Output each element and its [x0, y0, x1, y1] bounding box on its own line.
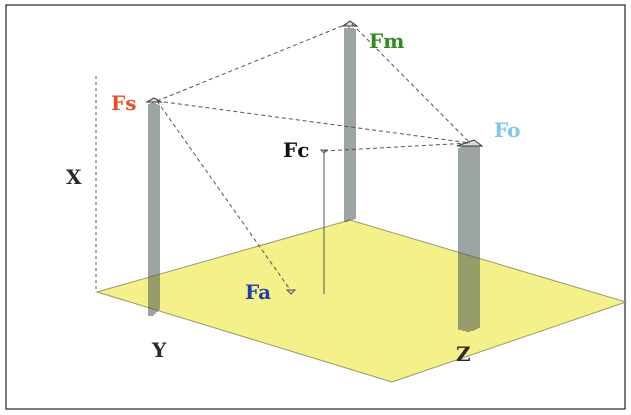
fo-pole — [456, 139, 484, 332]
fm-pole — [341, 20, 359, 222]
fm-label: Fm — [369, 29, 404, 53]
fa-marker — [285, 289, 297, 295]
ground-plane — [95, 219, 628, 383]
x-axis-label: X — [66, 165, 82, 189]
fs-label: Fs — [111, 91, 136, 115]
fs-pole — [145, 97, 163, 316]
fa-label: Fa — [245, 280, 271, 304]
connecting-lines — [156, 23, 471, 292]
y-axis-label: Y — [151, 338, 167, 362]
z-axis-label: Z — [456, 342, 471, 366]
fo-label: Fo — [494, 118, 520, 142]
fc-label: Fc — [283, 138, 309, 162]
diagram-border — [5, 4, 626, 410]
